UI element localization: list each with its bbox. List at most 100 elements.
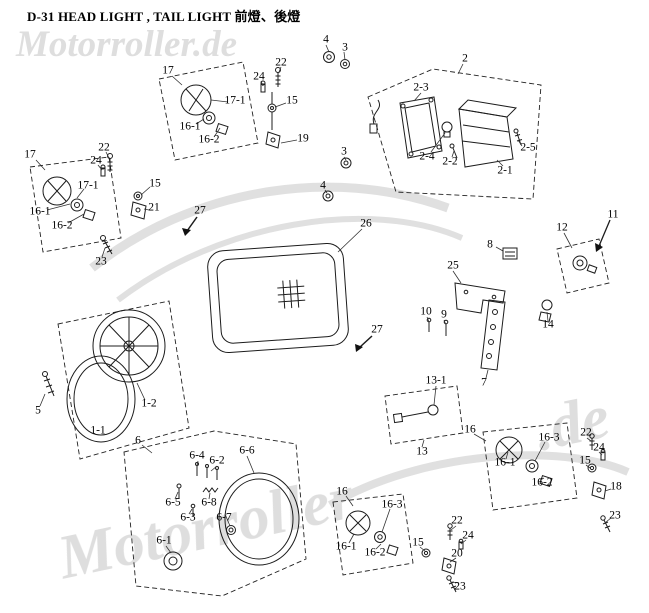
plate-7: [480, 299, 506, 371]
part-label-6-7: 6-7: [216, 511, 232, 524]
bolt-24-left: [100, 164, 106, 177]
bulb-holder-13: [392, 404, 439, 424]
arrow-11: [595, 219, 611, 252]
headlamp-16-right: [495, 436, 553, 487]
part-label-22: 22: [580, 426, 592, 439]
reflector-1-2: [92, 309, 166, 383]
washer-pair-top: [323, 51, 350, 69]
screw-22-right: [589, 433, 595, 450]
part-label-17: 17: [162, 64, 174, 77]
screw-2-2: [449, 143, 458, 159]
part-label-17-1: 17-1: [77, 179, 99, 192]
part-label-4: 4: [320, 179, 326, 192]
part-label-9: 9: [441, 308, 447, 321]
headlamp-16-lower: [345, 510, 399, 556]
part-label-25: 25: [447, 259, 459, 272]
part-label-2-2: 2-2: [442, 155, 458, 168]
part-label-23: 23: [454, 580, 466, 593]
part-label-3: 3: [341, 145, 347, 158]
washer-15-lower: [421, 548, 431, 558]
tail-light-assembly: [369, 96, 523, 168]
washer-15-top: [267, 103, 277, 113]
part-label-6-3: 6-3: [180, 511, 196, 524]
part-label-16-2: 16-2: [364, 546, 386, 559]
screw-9: [443, 319, 449, 336]
part-label-24: 24: [593, 441, 605, 454]
washer-15-left: [133, 191, 143, 201]
part-label-4: 4: [323, 33, 329, 46]
part-12: [572, 255, 598, 274]
bracket-20: [441, 557, 457, 575]
part-label-6-2: 6-2: [209, 454, 225, 467]
headlight-housing-26: [207, 242, 349, 354]
part-label-2-1: 2-1: [497, 164, 513, 177]
part-label-11: 11: [607, 208, 619, 221]
screw-22-left: [107, 153, 113, 172]
part-label-15: 15: [579, 454, 591, 467]
part-label-24: 24: [462, 529, 474, 542]
arrow-27-upper: [182, 216, 198, 236]
headlamp-17-top: [180, 84, 229, 135]
group-outlines: [29, 61, 610, 597]
screw-23-left: [100, 235, 113, 255]
watermark-swoosh-upper: [89, 182, 450, 272]
part-label-22: 22: [275, 56, 287, 69]
part-label-6-1: 6-1: [156, 534, 172, 547]
part-label-12: 12: [556, 221, 568, 234]
bracket-25: [454, 282, 506, 314]
part-label-24: 24: [90, 154, 102, 167]
watermark-top-text: Motorroller.de: [15, 24, 237, 65]
part-label-27: 27: [194, 204, 206, 217]
spring-6-8: [202, 487, 219, 493]
arrow-27-lower: [355, 335, 373, 352]
screw-5: [42, 371, 55, 397]
wire: [372, 99, 380, 125]
part-label-1-1: 1-1: [90, 424, 106, 437]
bracket-21: [130, 201, 147, 220]
part-label-16-1: 16-1: [494, 456, 516, 469]
part-label-13-1: 13-1: [425, 374, 447, 387]
part-label-3: 3: [342, 41, 348, 54]
part-label-6-5: 6-5: [165, 496, 181, 509]
part-label-2-3: 2-3: [413, 81, 429, 94]
part-label-2-5: 2-5: [520, 141, 536, 154]
leader-lines: [35, 44, 612, 584]
part-label-15: 15: [286, 94, 298, 107]
group-16-right: [482, 422, 578, 511]
headlamp-17-left: [42, 176, 96, 221]
screw-22-lower: [447, 523, 453, 540]
group-2-tail-light: [367, 68, 542, 200]
group-17-left: [29, 156, 122, 253]
group-16-lower: [332, 493, 414, 576]
part-label-6-4: 6-4: [189, 449, 205, 462]
screw-22-top: [275, 67, 281, 87]
screw-23-right: [600, 515, 611, 533]
part-label-17: 17: [24, 148, 36, 161]
part-label-22: 22: [451, 514, 463, 527]
bolt-24-right: [600, 448, 606, 461]
group-17-top: [158, 61, 259, 161]
gasket-2-3: [399, 96, 443, 159]
rim-group-6: [163, 462, 300, 571]
socket-6-1: [163, 551, 183, 571]
part-label-23: 23: [95, 255, 107, 268]
washer-15-right: [587, 463, 597, 473]
part-label-16-2: 16-2: [531, 476, 553, 489]
group-1-lens: [57, 300, 190, 460]
group-6-rim: [123, 430, 307, 597]
part-label-23: 23: [609, 509, 621, 522]
part-label-15: 15: [149, 177, 161, 190]
part-label-16-2: 16-2: [51, 219, 73, 232]
part-label-16-1: 16-1: [179, 120, 201, 133]
part-label-8: 8: [487, 238, 493, 251]
part-label-26: 26: [360, 217, 372, 230]
part-label-13: 13: [416, 445, 428, 458]
group-13-holder: [384, 385, 464, 445]
screw-6-5: [176, 483, 182, 498]
part-label-24: 24: [253, 70, 265, 83]
part-label-18: 18: [610, 480, 622, 493]
group-12: [556, 238, 610, 294]
page-title: D-31 HEAD LIGHT , TAIL LIGHT 前燈、後燈: [27, 9, 301, 24]
part-label-16: 16: [464, 423, 476, 436]
